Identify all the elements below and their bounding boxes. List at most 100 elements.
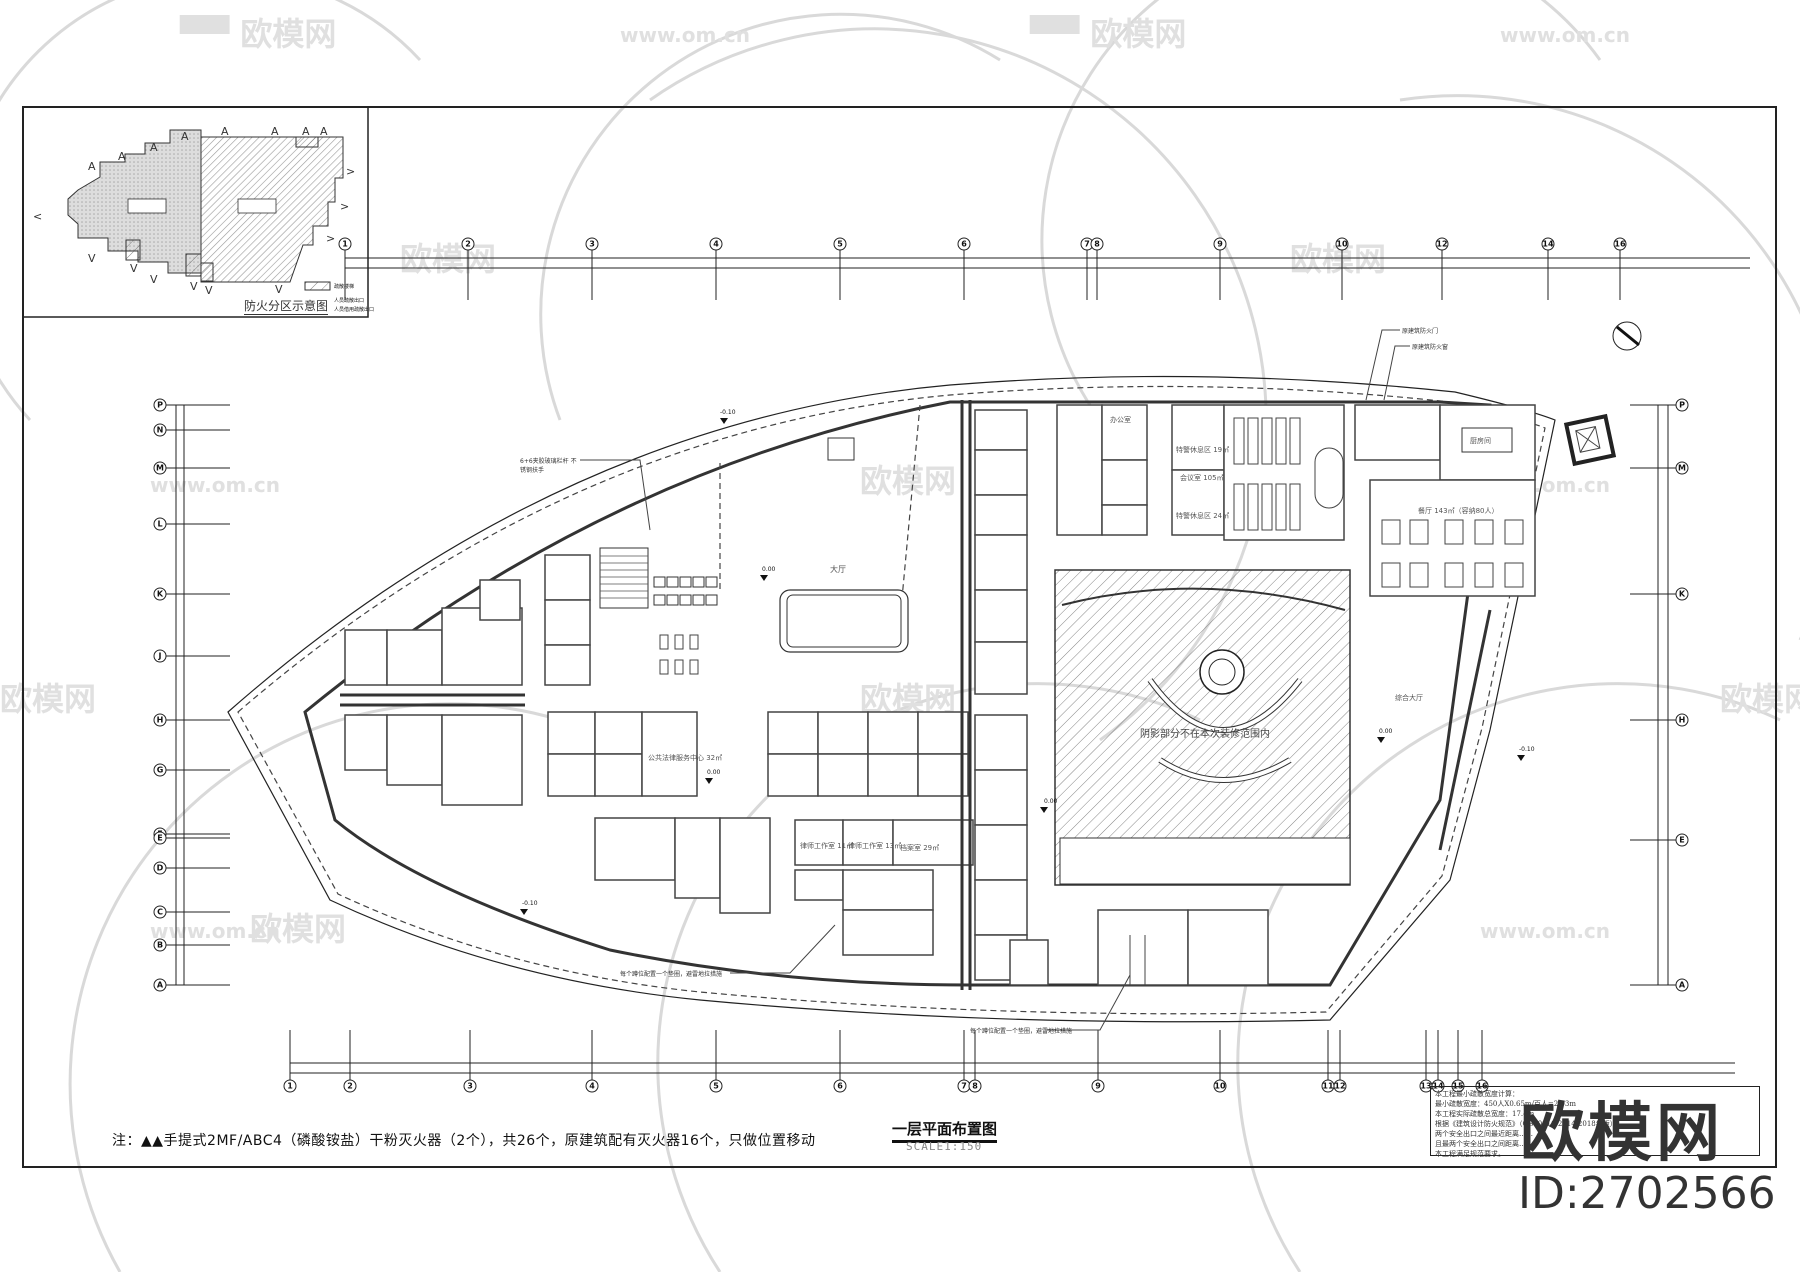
axis-label: M [156, 464, 164, 473]
svg-text:大厅: 大厅 [830, 564, 846, 574]
axis-label: 5 [837, 240, 843, 249]
elevator-tower [1563, 413, 1617, 467]
axis-label: 1 [342, 240, 348, 249]
axis-bubble [153, 861, 167, 875]
note-line: 本工程满足规范要求。 [1435, 1150, 1505, 1158]
svg-text:A: A [302, 125, 310, 138]
svg-text:-0.10: -0.10 [1519, 746, 1535, 753]
west-stair [599, 404, 921, 621]
axis-label: 12 [1334, 1082, 1345, 1091]
svg-text:0.00: 0.00 [707, 769, 721, 776]
note-line: 两个安全出口之间最近距离…… [1435, 1130, 1533, 1138]
axis-label: 4 [589, 1082, 595, 1091]
legend-stair-swatch [304, 281, 331, 291]
svg-text:www.om.cn: www.om.cn [620, 23, 750, 47]
axis-bubble [153, 398, 167, 412]
svg-text:-0.10: -0.10 [522, 900, 538, 907]
drawing-title: 一层平面布置图 [892, 1118, 998, 1143]
svg-text:阴影部分不在本次装修范围内: 阴影部分不在本次装修范围内 [1140, 727, 1270, 740]
inset-legend-stair: 疏散楼梯 [334, 284, 355, 290]
drawing-scale: SCALE1:150 [906, 1140, 983, 1153]
axis-label: 9 [1217, 240, 1223, 249]
axis-label: K [157, 590, 164, 599]
north-east-rooms [1056, 404, 1536, 597]
svg-text:www.om.cn: www.om.cn [150, 919, 280, 943]
svg-text:0.00: 0.00 [1379, 728, 1393, 735]
svg-text:>: > [346, 165, 355, 178]
axis-label: N [157, 426, 164, 435]
axis-label: 2 [465, 240, 471, 249]
axis-label: 3 [467, 1082, 473, 1091]
axis-bubble [968, 1079, 982, 1093]
drawing-border [22, 106, 1777, 1168]
callout-glass-rail: 6+6夹胶玻璃栏杆 不锈钢扶手 [520, 458, 577, 474]
axis-label: 16 [1614, 240, 1626, 249]
svg-text:www.om.cn: www.om.cn [1500, 23, 1630, 47]
axis-bubble [153, 831, 167, 845]
svg-text:V: V [275, 283, 283, 296]
axis-bubble [1541, 237, 1555, 251]
axis-bubble [833, 237, 847, 251]
svg-text:A: A [320, 125, 328, 138]
svg-text:欧模网: 欧模网 [1720, 680, 1800, 718]
room-labels: 大厅 会议室 105㎡ 餐厅 143㎡（容纳80人） 厨房间 阴影部分不在本次装… [648, 415, 1499, 852]
axis-label: 4 [713, 240, 719, 249]
axis-label: K [1679, 590, 1686, 599]
axis-label: H [1679, 716, 1686, 725]
axis-label: 2 [347, 1082, 353, 1091]
axis-bubble [153, 423, 167, 437]
axis-bubble [1090, 237, 1104, 251]
axis-bubble [957, 237, 971, 251]
axis-bubble [1675, 833, 1689, 847]
axis-label: L [157, 520, 162, 529]
axis-label: 13 [1420, 1082, 1431, 1091]
note-line: 最小疏散宽度：450人X0.65m/百人=2.93m [1435, 1100, 1577, 1108]
axis-bubble [709, 1079, 723, 1093]
watermark-brand: 欧模网 [1520, 1097, 1724, 1171]
svg-text:<: < [33, 210, 42, 223]
svg-text:A: A [88, 160, 96, 173]
axis-label: 9 [1095, 1082, 1101, 1091]
svg-text:V: V [190, 280, 198, 293]
axis-label: 8 [972, 1082, 978, 1091]
axis-label: 6 [961, 240, 967, 249]
axis-bubble [1091, 1079, 1105, 1093]
svg-text:A: A [150, 141, 158, 154]
axis-bubble [585, 1079, 599, 1093]
axis-bubble [1613, 237, 1627, 251]
note-line: 本工程实际疏散总宽度：17.4m [1435, 1110, 1535, 1118]
axis-bubble [1213, 1079, 1227, 1093]
svg-text:www.om.cn: www.om.cn [1480, 919, 1610, 943]
extinguisher-note: 注：▲▲手提式2MF/ABC4（磷酸铵盐）干粉灭火器（2个），共26个，原建筑配… [112, 1133, 816, 1149]
note-line: 根据《建筑设计防火规范》（GB50016-2014 2018年版）…… [1435, 1120, 1631, 1128]
axis-bubble [585, 237, 599, 251]
axis-bubble [833, 1079, 847, 1093]
svg-text:V: V [205, 284, 213, 297]
axis-bubble [709, 237, 723, 251]
svg-text:>: > [340, 200, 349, 213]
svg-text:特警休息区 24㎡: 特警休息区 24㎡ [1176, 511, 1229, 520]
callout-fire-door: 原建筑防火门 [1402, 328, 1439, 335]
axis-bubble [153, 905, 167, 919]
svg-text:会议室 105㎡: 会议室 105㎡ [1180, 473, 1224, 482]
axis-bubble [1335, 237, 1349, 251]
south-toilets [1009, 909, 1269, 986]
axis-label: 12 [1436, 240, 1447, 249]
note-line: 本工程最小疏散宽度计算： [1435, 1090, 1519, 1098]
axis-label: 8 [1094, 240, 1100, 249]
callout-toilet-west: 每个蹲位配置一个垫圈，避雷地拉措施 [620, 971, 723, 978]
axis-label: M [1678, 464, 1686, 473]
axis-bubble [461, 237, 475, 251]
inset-legend-exit: 人员疏散出口 [334, 298, 365, 304]
svg-text:>: > [326, 232, 335, 245]
axis-bubble [1675, 713, 1689, 727]
svg-text:A: A [181, 130, 189, 143]
axis-label: P [1679, 401, 1685, 410]
axis-label: E [157, 834, 162, 843]
axis-label: 10 [1214, 1082, 1226, 1091]
axis-bubble [153, 978, 167, 992]
axis-bubble [463, 1079, 477, 1093]
